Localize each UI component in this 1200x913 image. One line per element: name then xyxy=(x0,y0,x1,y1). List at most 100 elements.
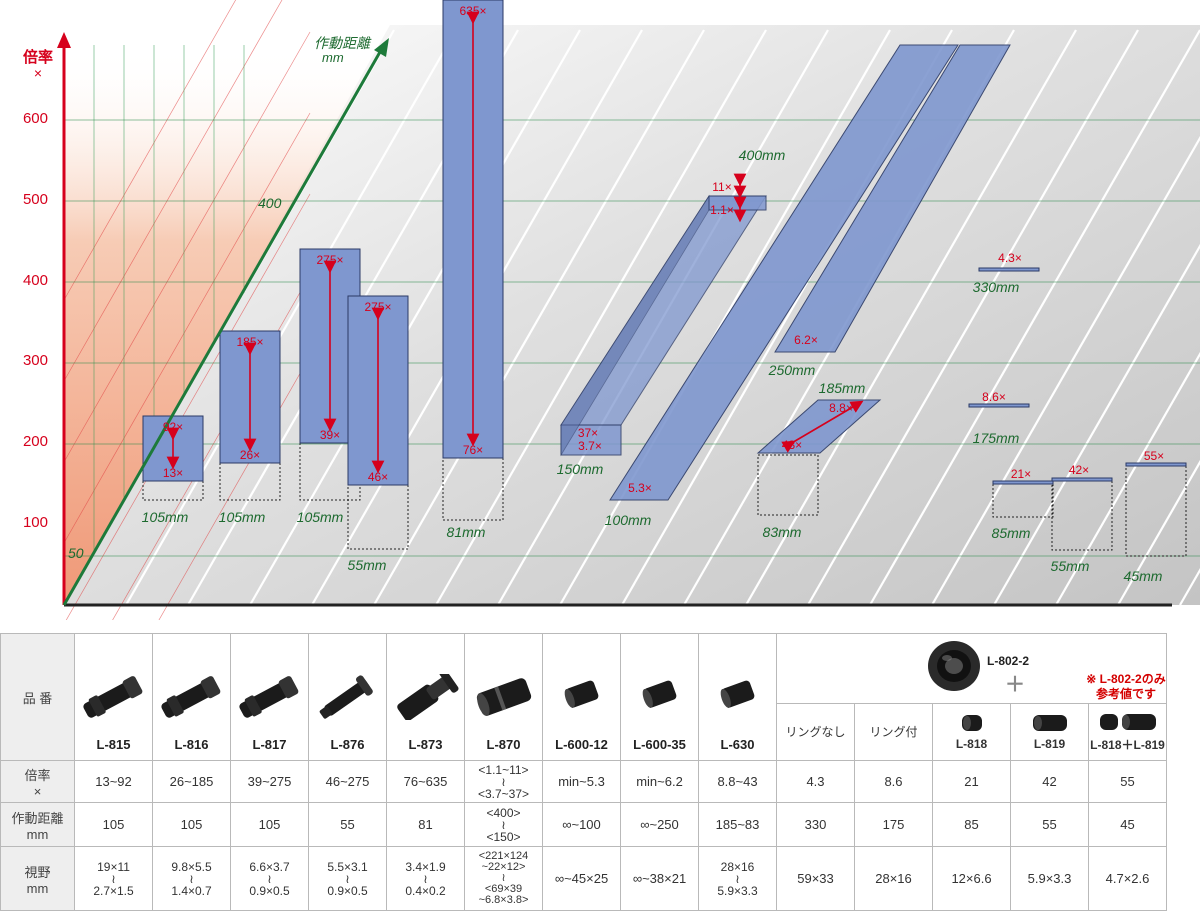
lens-l815-icon xyxy=(78,674,150,723)
product-name: L-873 xyxy=(408,737,443,752)
wall-surface xyxy=(64,45,376,605)
ring-l818-l819-icon xyxy=(1089,711,1166,736)
data-labels: 92×13×105mm185×26×105mm275×39×105mm275×4… xyxy=(142,4,1165,584)
lens-l816-icon xyxy=(156,674,228,723)
wall-grid-diagonal xyxy=(63,0,237,301)
bar-min-label: 13× xyxy=(163,466,183,480)
depth-tick-50: 50 xyxy=(68,545,84,561)
lens-l876-icon xyxy=(312,674,384,723)
header-field-of-view: 視野 mm xyxy=(0,846,75,911)
ring-item-name: リングなし xyxy=(785,725,846,740)
distance-label: 105mm xyxy=(219,509,266,525)
header-fov-line1: 視野 xyxy=(24,864,51,880)
fov-cell: 19×11≀2.7×1.5 xyxy=(74,846,153,911)
ring-item-cell: リング付 xyxy=(854,702,933,762)
bar-max-label: 275× xyxy=(364,300,391,314)
fov-sep: ≀ xyxy=(111,871,116,886)
floor-stripe xyxy=(745,29,1077,606)
mag-cell: 76~635 xyxy=(386,760,465,803)
header-working-distance: 作動距離 mm xyxy=(0,802,75,847)
fov-cell-l870: <221×124 ~22×12> ≀ <69×39 ~6.8×3.8> xyxy=(464,846,543,911)
product-name: L-817 xyxy=(252,737,287,752)
fov-line1: 28×16 xyxy=(720,859,755,874)
y-axis-arrowhead xyxy=(57,32,71,48)
product-name: L-600-35 xyxy=(633,737,686,752)
mag-cell-l870: <1.1~11> ≀ <3.7~37> xyxy=(464,760,543,803)
fov-line2: 0.9×0.5 xyxy=(327,883,368,898)
plate-label: 4.3× xyxy=(998,251,1022,265)
magnification-chart: 倍率 × 作動距離 mm 600 500 400 300 200 100 50 … xyxy=(23,0,1200,620)
header-model: 品 番 xyxy=(0,633,75,761)
product-name: L-876 xyxy=(330,737,365,752)
fov-sep: ≀ xyxy=(345,871,350,886)
plate-リングなし xyxy=(978,267,1040,272)
mag-cell: 4.3 xyxy=(776,760,855,803)
ring-item-name: L-818 xyxy=(955,737,988,752)
floor-stripe xyxy=(373,29,705,606)
wall-grid-diagonal xyxy=(63,31,311,463)
wd-cell: 105 xyxy=(74,802,153,847)
wd-cell: 81 xyxy=(386,802,465,847)
bar-max-label: 275× xyxy=(316,253,343,267)
bar-min-label: 3.7× xyxy=(578,439,602,453)
bar-min-label: 39× xyxy=(320,428,340,442)
bar-max-label: 6.2× xyxy=(794,333,818,347)
fov-line2: 0.4×0.2 xyxy=(405,883,446,898)
bar-max-label: 5.3× xyxy=(628,481,652,495)
depth-axis-arrowhead xyxy=(374,38,389,57)
product-name: L-815 xyxy=(96,737,131,752)
depth-axis-line xyxy=(62,51,382,606)
product-cell-l876: L-876 xyxy=(308,633,387,761)
mag-cell: 55 xyxy=(1088,760,1167,803)
ring-l819-icon xyxy=(1011,712,1088,737)
lens-l60012-icon xyxy=(557,674,607,717)
bar-min-label: 8.8× xyxy=(829,401,853,415)
ring-item-name: L-818＋L-819 xyxy=(1090,737,1165,752)
plate-label: 21× xyxy=(1011,467,1031,481)
depth-axis-unit: mm xyxy=(322,50,344,65)
product-cell-l630: L-630 xyxy=(698,633,777,761)
bar-max-label: 635× xyxy=(459,4,486,18)
magnification-wall xyxy=(63,0,376,620)
distance-label: 100mm xyxy=(605,512,652,528)
wall-grid-diagonal xyxy=(65,193,311,620)
header-fov-line2: mm xyxy=(26,880,49,896)
ring-l8022-icon xyxy=(925,638,983,697)
fov-cell: 4.7×2.6 xyxy=(1088,846,1167,911)
fov-cell: 3.4×1.9≀0.4×0.2 xyxy=(386,846,465,911)
product-cell-l815: L-815 xyxy=(74,633,153,761)
wall-grid-diagonal xyxy=(63,0,283,382)
y-axis-title: 倍率 xyxy=(23,48,53,66)
wd-cell: 105 xyxy=(152,802,231,847)
fov-cell: 5.5×3.1≀0.9×0.5 xyxy=(308,846,387,911)
lens-l870-icon xyxy=(468,674,540,723)
wd-cell: 55 xyxy=(1010,802,1089,847)
fov-l870-line2: ~22×12> xyxy=(481,861,526,873)
wd-cell-l870: <400> ≀ <150> xyxy=(464,802,543,847)
fov-cell: 9.8×5.5≀1.4×0.7 xyxy=(152,846,231,911)
lens-l630-icon xyxy=(713,674,763,717)
distance-label: 105mm xyxy=(142,509,189,525)
y-tick-200: 200 xyxy=(23,433,48,450)
floor-stripe xyxy=(435,29,767,606)
wd-cell: 55 xyxy=(308,802,387,847)
mag-l870-line2: <3.7~37> xyxy=(477,786,530,801)
wd-cell: 105 xyxy=(230,802,309,847)
floor-stripe xyxy=(249,29,581,606)
mag-cell: 42 xyxy=(1010,760,1089,803)
fov-cell: ∞~45×25 xyxy=(542,846,621,911)
bar-L-600-35 xyxy=(774,44,1011,353)
wd-cell: 185~83 xyxy=(698,802,777,847)
ring-item-cell: L-818＋L-819 xyxy=(1088,702,1167,762)
header-magnification-line2: × xyxy=(33,783,42,799)
distance-label: 81mm xyxy=(447,524,486,540)
floor-stripe xyxy=(1117,459,1200,606)
fov-line2: 0.9×0.5 xyxy=(249,883,290,898)
floor-stripe xyxy=(559,29,891,606)
plate-label: 42× xyxy=(1069,463,1089,477)
mag-cell: 26~185 xyxy=(152,760,231,803)
lens-l873-icon xyxy=(390,669,462,723)
bar-max-label: 185× xyxy=(236,335,263,349)
ring-note: ※ L-802-2のみ 参考値です xyxy=(1061,672,1191,702)
header-wd-line1: 作動距離 xyxy=(11,810,64,826)
